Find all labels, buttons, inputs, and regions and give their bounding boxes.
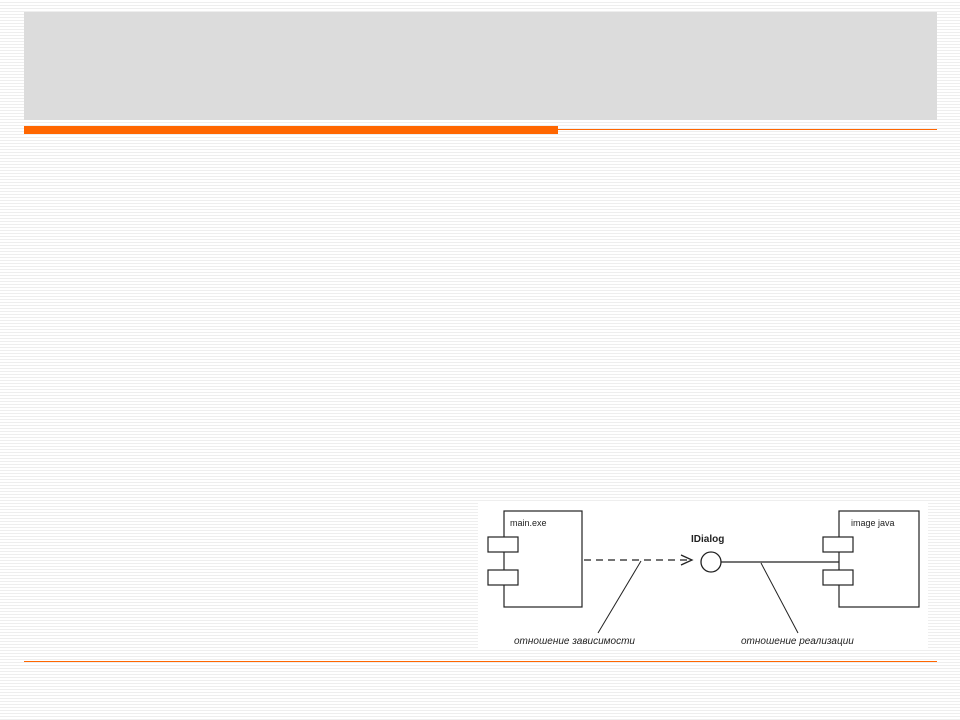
component-label-main-exe: main.exe <box>510 518 547 528</box>
footer-divider-line <box>24 661 937 662</box>
dependency-leader-line <box>597 560 642 634</box>
title-accent-bar <box>24 126 558 134</box>
component-body <box>503 510 583 608</box>
interface-label-idialog: IDialog <box>691 534 724 545</box>
dependency-arrow-head <box>680 554 694 566</box>
dependency-relation-label: отношение зависимости <box>514 636 635 647</box>
component-image-java: image java <box>822 510 920 608</box>
component-diagram: main.exe IDialog image java отношение за… <box>478 502 928 650</box>
realization-leader-line <box>760 562 799 634</box>
component-port-top <box>487 536 519 553</box>
slide-title-bar <box>24 12 937 120</box>
title-accent-line <box>558 129 937 130</box>
component-label-image-java: image java <box>851 518 895 528</box>
interface-circle <box>700 551 722 573</box>
realization-relation-label: отношение реализации <box>741 636 854 647</box>
component-main-exe: main.exe <box>487 510 583 608</box>
component-port-bottom <box>822 569 854 586</box>
component-port-bottom <box>487 569 519 586</box>
component-port-top <box>822 536 854 553</box>
component-body <box>838 510 920 608</box>
